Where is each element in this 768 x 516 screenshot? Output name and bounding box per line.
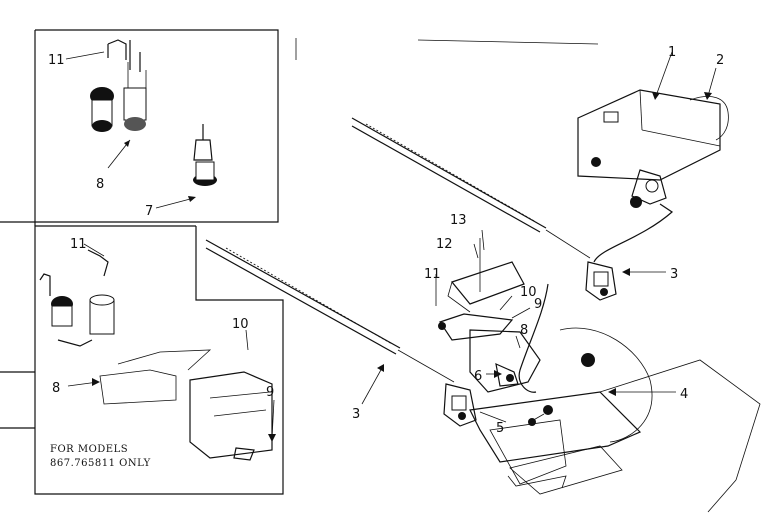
- callout-11-bottom-inset: 11: [70, 237, 87, 252]
- inset-frames: [0, 29, 599, 495]
- upper-switch-bracket: [585, 261, 617, 301]
- callout-7: 7: [145, 204, 153, 219]
- callout-8-top-inset: 8: [96, 177, 104, 192]
- inset-note-line2: 867.765811 ONLY: [50, 458, 151, 469]
- leader-lines: [361, 51, 717, 423]
- callout-9-main: 9: [534, 297, 542, 312]
- upper-rack-bar: [351, 117, 591, 259]
- callout-4: 4: [680, 387, 688, 402]
- motor-assembly: [577, 89, 729, 263]
- center-bracket-parts: [438, 238, 653, 443]
- lower-switch-bracket: [443, 359, 761, 513]
- callout-3-right: 3: [670, 267, 678, 282]
- callout-6: 6: [474, 369, 482, 384]
- callout-1: 1: [668, 45, 676, 60]
- callout-3-bottom: 3: [352, 407, 360, 422]
- callout-11-top-inset: 11: [48, 53, 65, 68]
- top-inset-parts: [65, 39, 217, 209]
- callout-13: 13: [450, 213, 467, 228]
- callout-12: 12: [436, 237, 453, 252]
- callout-8-bottom-inset: 8: [52, 381, 60, 396]
- callout-labels: 11 8 7 11 8 10 9 1 2 3 3 4 5 6 8 9 10 11…: [48, 45, 724, 469]
- bottom-inset-parts: [39, 243, 276, 461]
- callout-9-inset: 9: [266, 385, 274, 400]
- callout-8-main: 8: [520, 323, 528, 338]
- callout-5: 5: [496, 421, 504, 436]
- inset-note-line1: FOR MODELS: [50, 444, 128, 455]
- callout-10-inset: 10: [232, 317, 249, 332]
- callout-10-main: 10: [520, 285, 537, 300]
- lower-rack-bar: [205, 239, 455, 383]
- callout-2: 2: [716, 53, 724, 68]
- callout-11-main: 11: [424, 267, 441, 282]
